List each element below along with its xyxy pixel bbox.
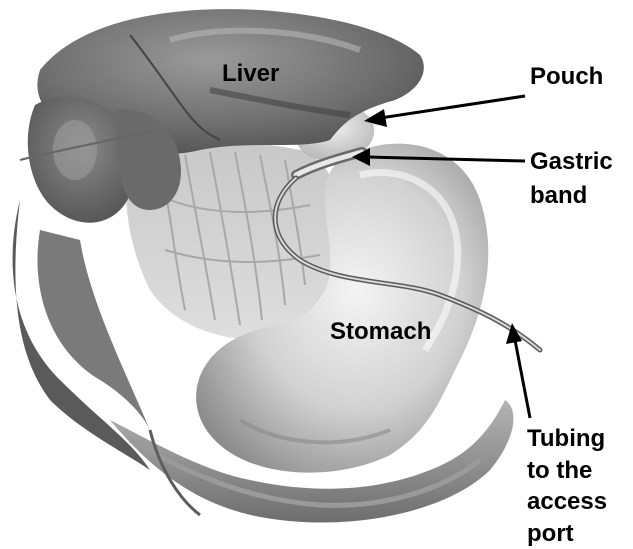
pouch-label: Pouch: [530, 63, 603, 90]
gastric-band-label-line1: Gastric: [530, 148, 613, 175]
tubing-label-line3: access: [527, 486, 607, 518]
gastric-band-label-line2: band: [530, 182, 587, 209]
stomach-label: Stomach: [330, 318, 431, 345]
tubing-label: Tubing to the access port: [527, 423, 607, 549]
tubing-label-line4: port: [527, 518, 607, 549]
tubing-label-line2: to the: [527, 455, 607, 487]
lower-left-organs: [13, 200, 150, 470]
tubing-label-line1: Tubing: [527, 423, 607, 455]
liver-label: Liver: [222, 60, 279, 87]
